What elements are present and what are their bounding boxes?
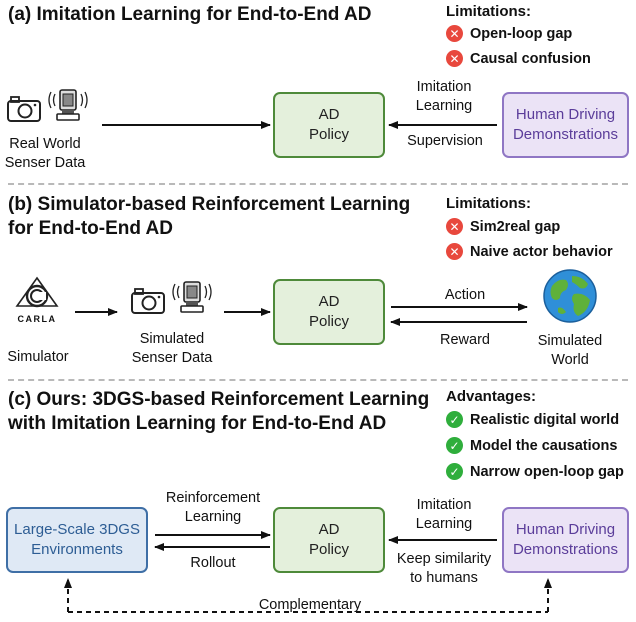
section-c-reinforcement-learning-label: Reinforcement Learning <box>165 490 261 525</box>
section-a-human-demo-box: Human Driving Demonstrations <box>502 92 629 158</box>
section-a-limitations-title: Limitations: <box>446 3 531 20</box>
section-a-title: (a) Imitation Learning for End-to-End AD <box>8 4 372 25</box>
globe-icon <box>542 268 598 324</box>
advantage-label: Model the causations <box>470 437 618 454</box>
section-b-ad-policy-box: AD Policy <box>273 279 385 345</box>
section-b-limitation-item: ✕ Sim2real gap <box>446 218 560 235</box>
cross-icon: ✕ <box>446 50 463 67</box>
section-a-limitation-item: ✕ Causal confusion <box>446 50 591 67</box>
carla-logo-text: CARLA <box>17 314 57 324</box>
carla-logo-icon <box>13 276 61 316</box>
limitation-label: Naive actor behavior <box>470 243 613 260</box>
section-c-advantage-item: ✓ Realistic digital world <box>446 411 619 428</box>
check-icon: ✓ <box>446 411 463 428</box>
section-a-supervision-label: Supervision <box>407 133 483 149</box>
section-a-ad-policy-box: AD Policy <box>273 92 385 158</box>
section-divider <box>8 183 628 185</box>
section-b-limitation-item: ✕ Naive actor behavior <box>446 243 613 260</box>
cross-icon: ✕ <box>446 25 463 42</box>
section-c-keep-similarity-label: Keep similarity to humans <box>396 551 492 586</box>
section-c-advantages-title: Advantages: <box>446 388 537 405</box>
advantage-label: Realistic digital world <box>470 411 620 428</box>
section-c-title-line1: (c) Ours: 3DGS-based Reinforcement Learn… <box>8 389 430 410</box>
section-c-advantage-item: ✓ Model the causations <box>446 437 617 454</box>
camera-icon <box>6 95 42 123</box>
section-c-advantage-item: ✓ Narrow open-loop gap <box>446 463 624 480</box>
section-c-3dgs-env-box: Large-Scale 3DGS Environments <box>6 507 148 573</box>
cross-icon: ✕ <box>446 218 463 235</box>
section-c-imitation-learning-label: Imitation Learning <box>415 497 473 532</box>
section-b-world-label: Simulated World <box>537 333 603 368</box>
section-b-simulator-label: Simulator <box>7 349 69 365</box>
section-c-title-line2: with Imitation Learning for End-to-End A… <box>8 413 387 434</box>
section-divider <box>8 379 628 381</box>
cross-icon: ✕ <box>446 243 463 260</box>
section-b-title-line1: (b) Simulator-based Reinforcement Learni… <box>8 194 411 215</box>
section-b-sensor-label: Simulated Senser Data <box>131 331 213 366</box>
section-b-reward-label: Reward <box>440 332 490 348</box>
section-a-imitation-learning-label: Imitation Learning <box>415 79 473 114</box>
section-c-ad-policy-box: AD Policy <box>273 507 385 573</box>
section-b-title-line2: for End-to-End AD <box>8 218 173 239</box>
section-c-rollout-label: Rollout <box>190 555 236 571</box>
camera-icon <box>130 287 166 315</box>
check-icon: ✓ <box>446 437 463 454</box>
advantage-label: Narrow open-loop gap <box>470 463 624 480</box>
limitation-label: Causal confusion <box>470 50 591 67</box>
check-icon: ✓ <box>446 463 463 480</box>
limitation-label: Sim2real gap <box>470 218 561 235</box>
section-a-limitation-item: ✕ Open-loop gap <box>446 25 572 42</box>
section-c-human-demo-box: Human Driving Demonstrations <box>502 507 629 573</box>
section-c-complementary-label: Complementary <box>258 597 362 613</box>
limitation-label: Open-loop gap <box>470 25 573 42</box>
lidar-icon <box>48 86 88 124</box>
section-a-sensor-label: Real World Senser Data <box>4 136 86 171</box>
lidar-icon <box>172 278 212 316</box>
section-b-action-label: Action <box>444 287 486 303</box>
section-b-limitations-title: Limitations: <box>446 195 531 212</box>
